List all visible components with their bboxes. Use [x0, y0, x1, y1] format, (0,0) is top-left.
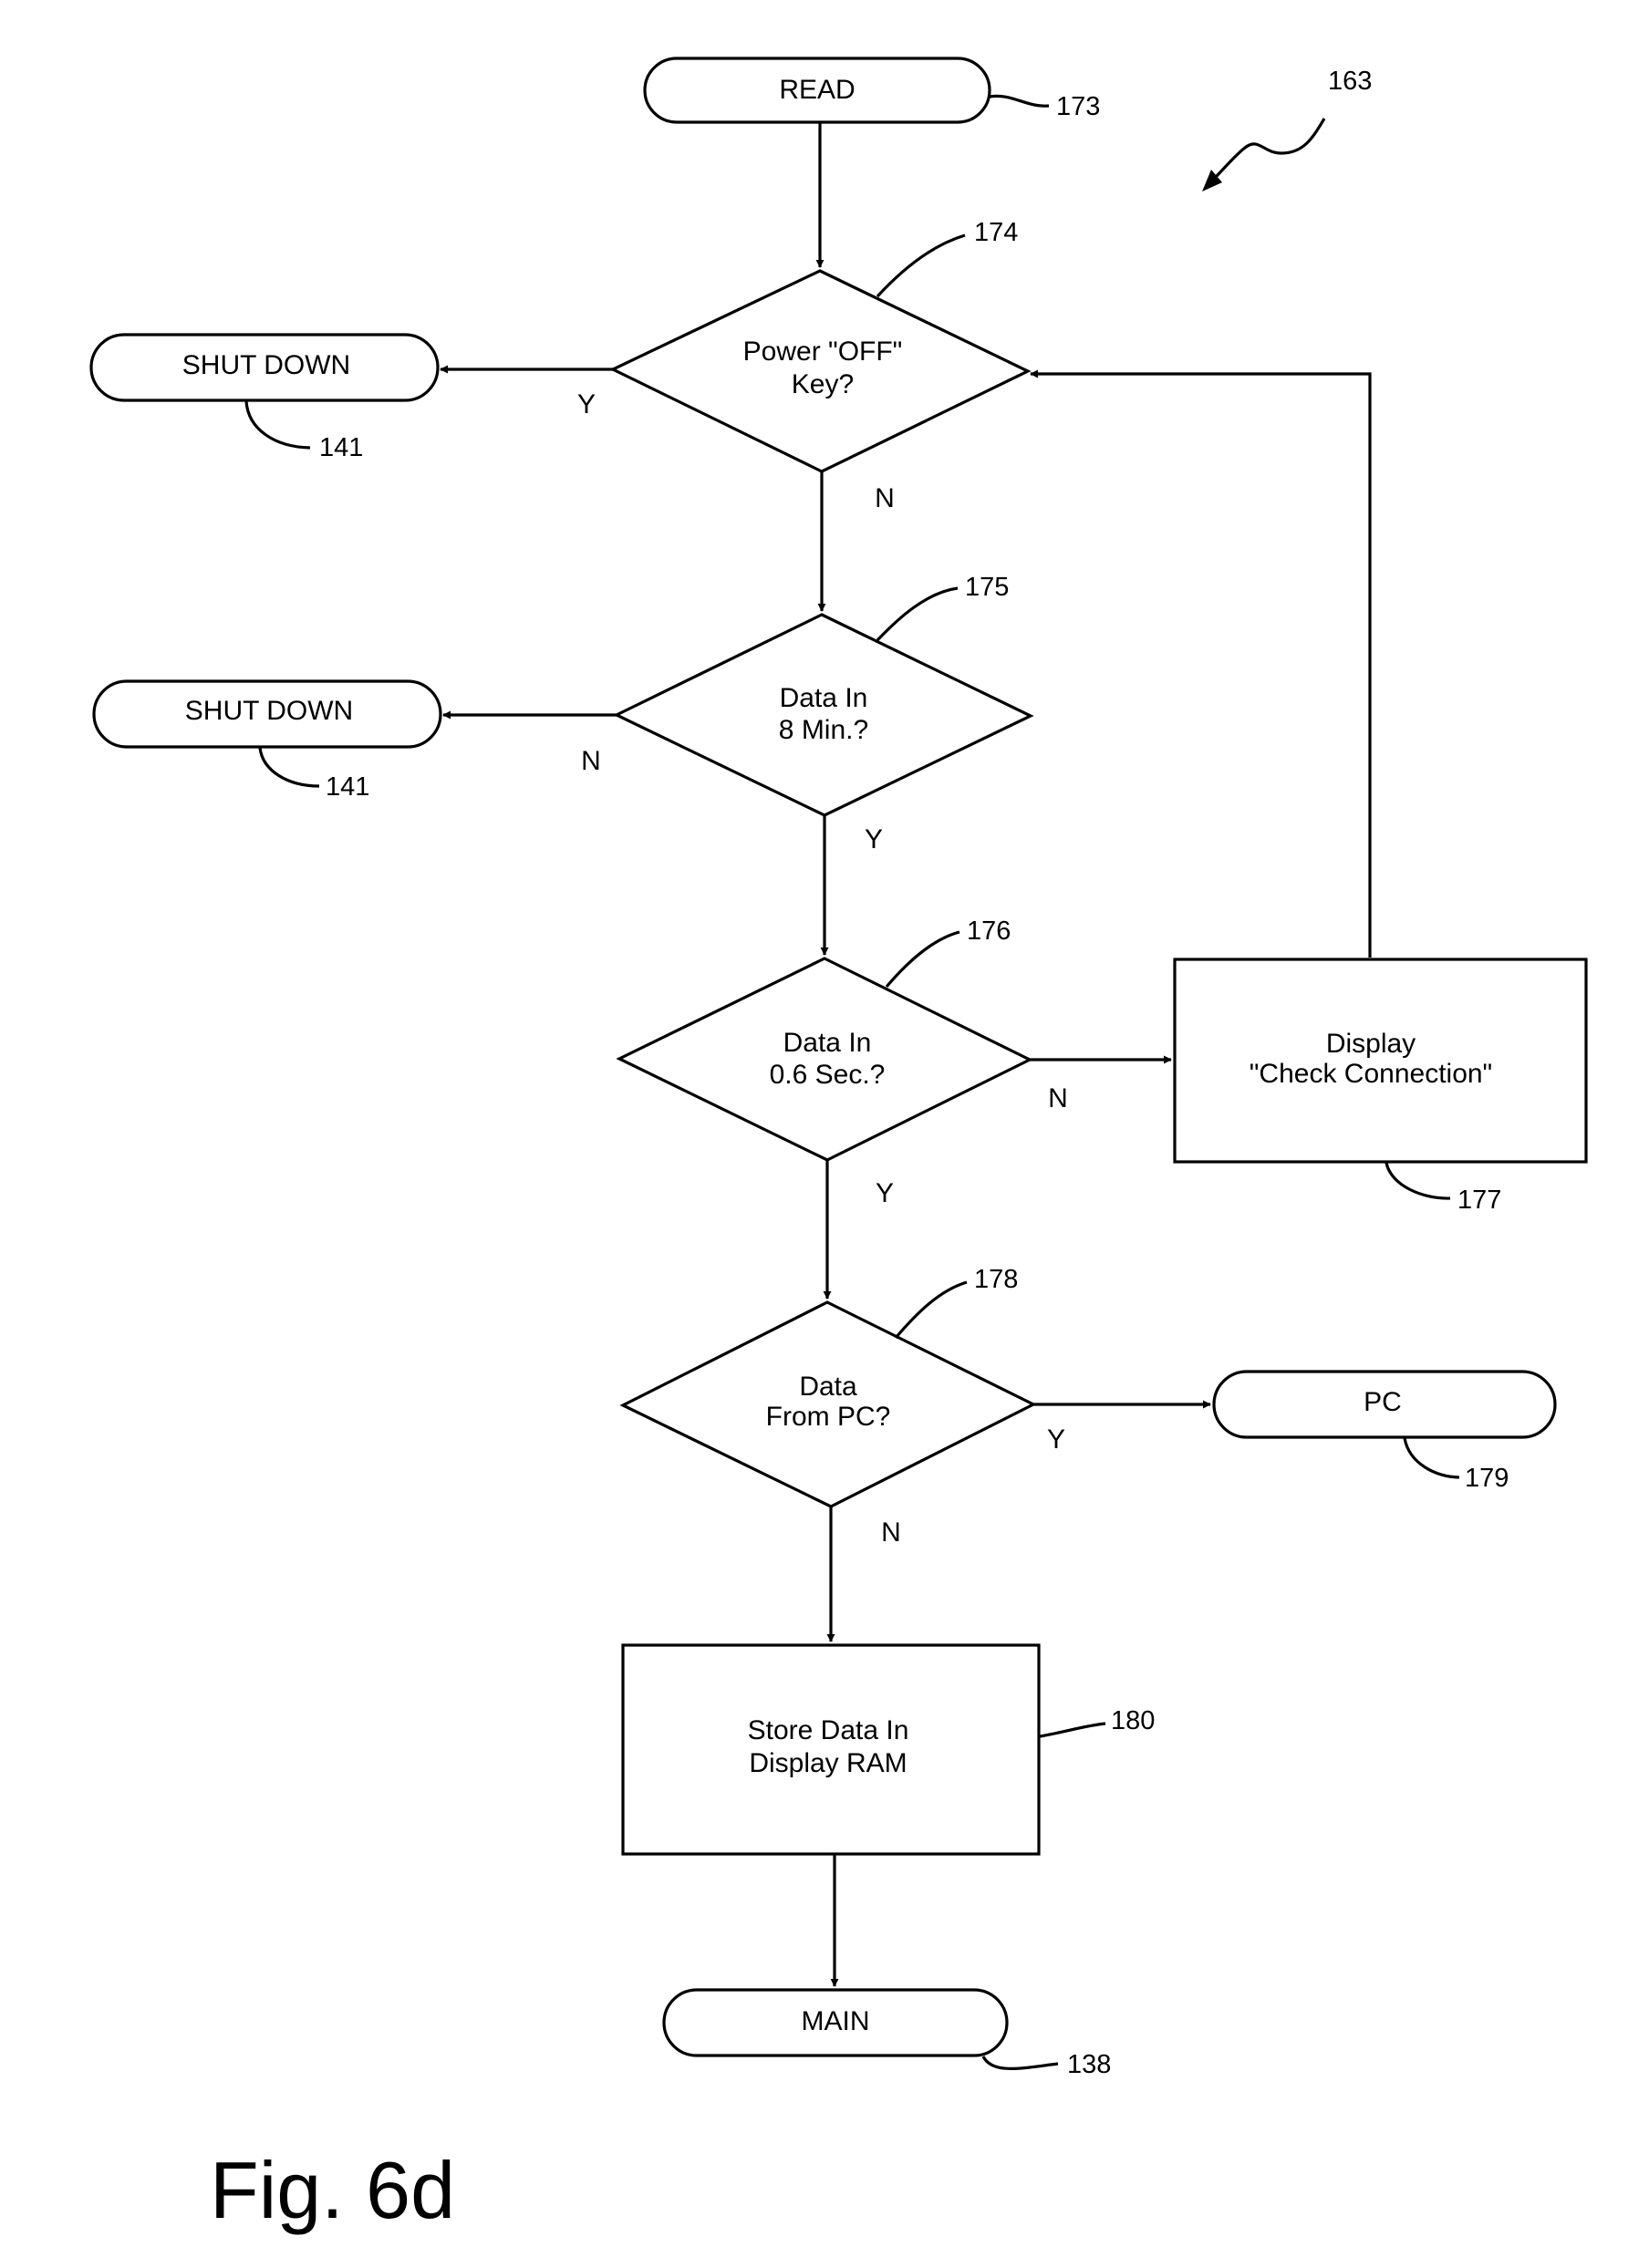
leader-179: [1405, 1438, 1459, 1477]
node-shutdown-2: SHUT DOWN: [94, 681, 441, 747]
leader-176: [887, 932, 959, 987]
node-read: READ: [645, 58, 990, 122]
leader-175: [877, 588, 958, 640]
shutdown-1-label: SHUT DOWN: [182, 350, 350, 380]
ref-163: 163: [1328, 67, 1372, 96]
branch-label-data-8min-no: N: [581, 746, 601, 776]
branch-label-data-06sec-no: N: [1048, 1083, 1068, 1113]
node-check-connection: Display "Check Connection": [1175, 959, 1586, 1162]
data-from-pc-label-line-1: Data: [799, 1372, 857, 1402]
ref-178: 178: [974, 1265, 1018, 1294]
store-data-label-line-1: Store Data In: [748, 1715, 909, 1745]
ref-138: 138: [1067, 2050, 1111, 2079]
node-pc: PC: [1214, 1372, 1555, 1437]
ref-179: 179: [1465, 1464, 1509, 1493]
ref-141-b: 141: [326, 772, 369, 802]
store-data-label-line-2: Display RAM: [749, 1748, 907, 1778]
leader-141-a: [246, 401, 310, 448]
data-06sec-label-line-2: 0.6 Sec.?: [770, 1060, 886, 1090]
connector-check-connection-loop-to-power-off: [1031, 374, 1370, 958]
check-connection-label-line-2: "Check Connection": [1250, 1059, 1492, 1089]
main-label: MAIN: [802, 2006, 870, 2036]
branch-label-data-from-pc-yes: Y: [1047, 1424, 1065, 1455]
node-store-data: Store Data In Display RAM: [623, 1645, 1039, 1854]
branch-label-data-from-pc-no: N: [881, 1517, 901, 1548]
branch-label-power-off-yes: Y: [577, 389, 596, 419]
power-off-label-line-1: Power "OFF": [743, 337, 903, 367]
node-main: MAIN: [664, 1990, 1007, 2056]
ref-175: 175: [965, 573, 1009, 602]
power-off-label-line-2: Key?: [792, 369, 854, 399]
leader-178: [896, 1282, 967, 1338]
data-from-pc-label-line-2: From PC?: [766, 1402, 891, 1432]
check-connection-label-line-1: Display: [1326, 1029, 1416, 1059]
ref-141-a: 141: [319, 433, 363, 462]
node-shutdown-1: SHUT DOWN: [91, 335, 438, 400]
shutdown-2-label: SHUT DOWN: [185, 696, 353, 726]
data-06sec-label-line-1: Data In: [783, 1028, 872, 1058]
data-8min-label-line-2: 8 Min.?: [779, 715, 868, 745]
pc-label: PC: [1364, 1387, 1402, 1417]
ref-174: 174: [974, 218, 1018, 247]
figure-label: Fig. 6d: [210, 2145, 455, 2235]
node-data-8min-decision: Data In 8 Min.?: [617, 615, 1031, 815]
leader-180: [1040, 1724, 1105, 1736]
leader-177: [1386, 1163, 1450, 1198]
ref-176: 176: [967, 917, 1011, 946]
node-data-from-pc-decision: Data From PC?: [623, 1302, 1033, 1507]
branch-label-data-8min-yes: Y: [865, 824, 883, 854]
ref-173: 173: [1056, 92, 1100, 121]
leader-174: [877, 235, 965, 296]
figure-reference: 163: [1202, 67, 1372, 192]
read-label: READ: [779, 75, 855, 105]
leader-141-b: [260, 748, 319, 786]
branch-label-data-06sec-yes: Y: [876, 1178, 894, 1208]
ref-180: 180: [1111, 1706, 1155, 1735]
node-power-off-decision: Power "OFF" Key?: [613, 271, 1028, 471]
data-8min-label-line-1: Data In: [780, 683, 868, 713]
ref-177: 177: [1457, 1186, 1501, 1215]
squiggle-arrow-163: [1206, 119, 1324, 187]
leader-173: [990, 96, 1049, 106]
node-data-06sec-decision: Data In 0.6 Sec.?: [619, 958, 1030, 1160]
leader-138: [983, 2056, 1058, 2068]
branch-label-power-off-no: N: [875, 483, 895, 513]
